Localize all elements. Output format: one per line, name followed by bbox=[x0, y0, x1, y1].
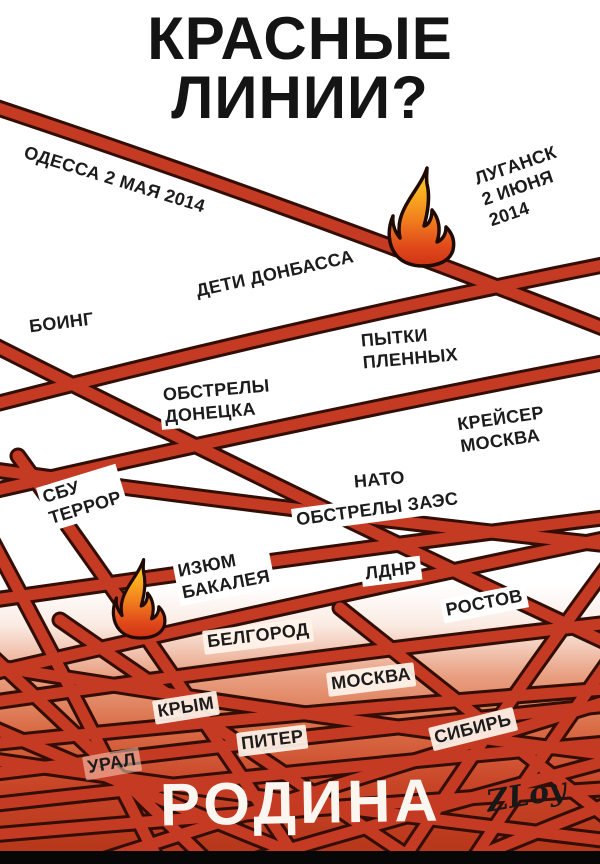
line-label-pytki-plennykh: ПЫТКИ ПЛЕННЫХ bbox=[356, 320, 463, 376]
poster-title-line1: КРАСНЫЕ bbox=[147, 5, 453, 72]
red-line bbox=[0, 99, 600, 864]
bottom-black-bar bbox=[0, 851, 600, 864]
line-label-nato: НАТО bbox=[349, 465, 410, 495]
poster-title-line2: ЛИНИИ? bbox=[171, 63, 429, 131]
flame-icon bbox=[111, 558, 167, 640]
bottom-word-rodina: РОДИНА bbox=[159, 766, 443, 839]
flame-icon bbox=[387, 166, 456, 268]
poster-title: КРАСНЫЕ ЛИНИИ? bbox=[0, 5, 600, 131]
